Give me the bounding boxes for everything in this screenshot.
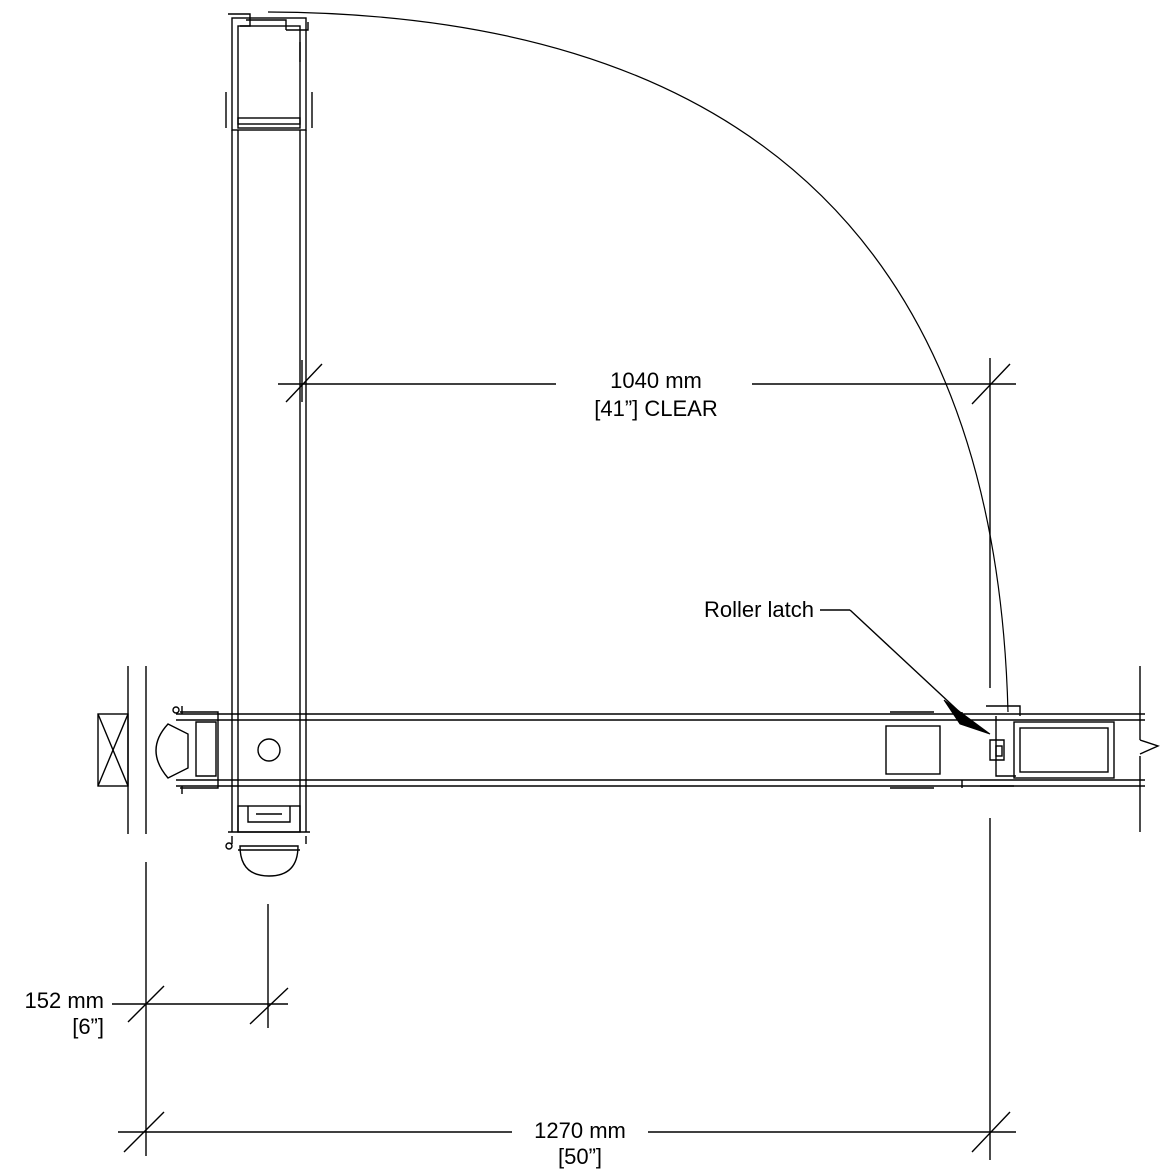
wall-latch-side (1139, 666, 1160, 832)
offset-metric: 152 mm (24, 988, 104, 1013)
open-door-leaf (225, 13, 313, 877)
dimension-clear-opening (278, 358, 1016, 688)
clear-opening-imperial: [41”] CLEAR (594, 396, 718, 421)
offset-imperial: [6”] (72, 1014, 104, 1039)
dimension-overall (118, 818, 1016, 1160)
clear-opening-metric: 1040 mm (610, 368, 702, 393)
dimension-offset (112, 862, 289, 1156)
overall-imperial: [50”] (557, 1144, 603, 1169)
roller-latch-arrowhead (943, 699, 991, 735)
closed-door-leaf (155, 705, 1145, 794)
roller-latch-leader (820, 609, 967, 719)
overall-metric: 1270 mm (534, 1118, 626, 1143)
wall-hinge-side (97, 666, 147, 834)
door-swing-arc (267, 11, 1009, 713)
roller-latch-label: Roller latch (703, 597, 814, 622)
